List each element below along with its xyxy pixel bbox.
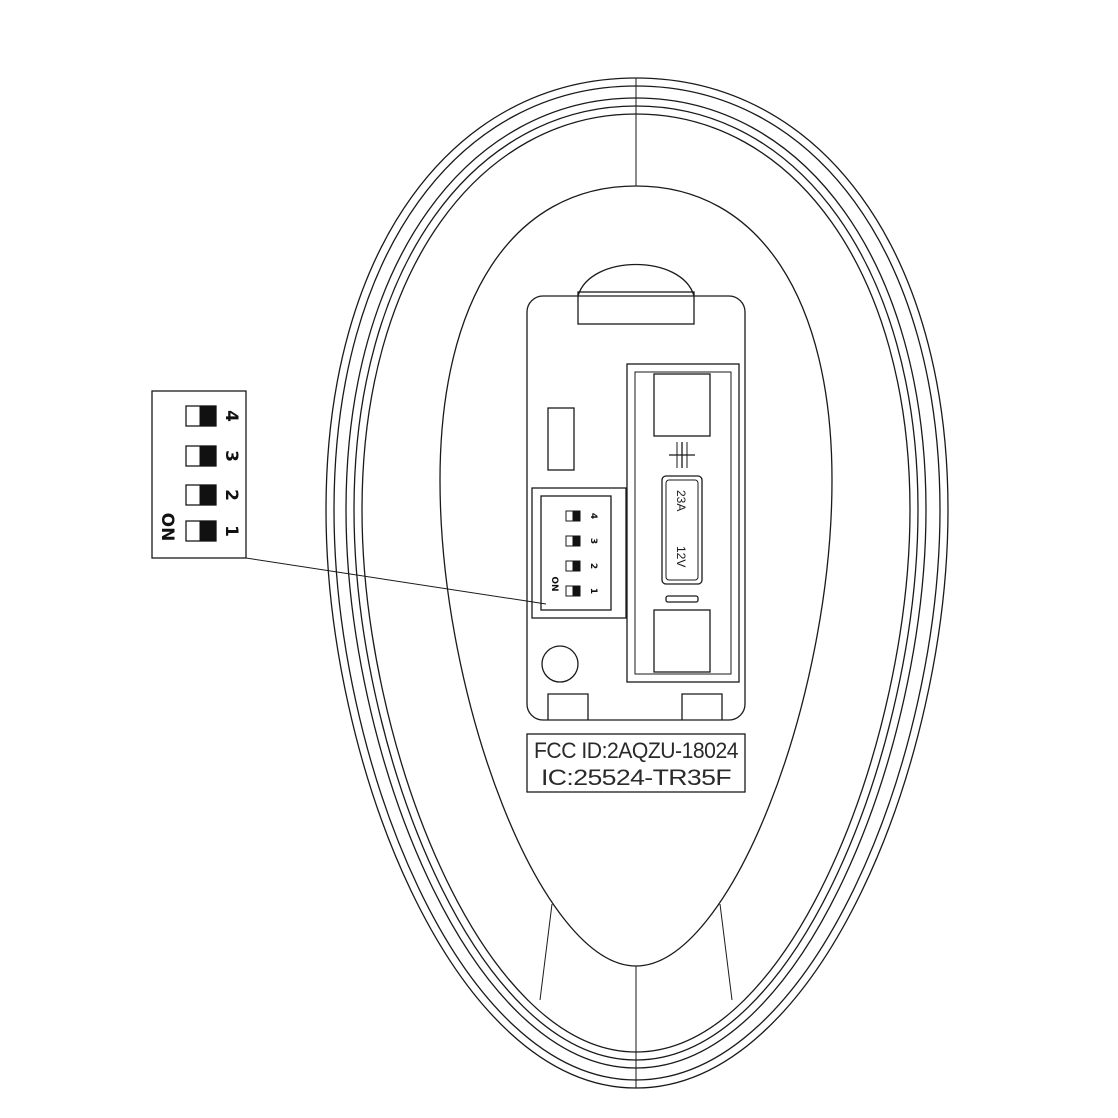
dip-small-toggles <box>565 510 581 597</box>
dip-small-label-4: 4 <box>588 513 598 519</box>
dip-small-on-label: ON <box>549 576 559 591</box>
battery-holder <box>626 363 740 683</box>
battery-holder-inner <box>634 371 732 675</box>
housing-rim <box>345 97 927 1069</box>
dip-large-toggle-4 <box>185 405 217 427</box>
battery-compartment: 23A 12V <box>526 263 746 721</box>
dip-large-toggle-1 <box>185 520 217 542</box>
dip-large-label-2: 2 <box>221 489 241 501</box>
ic-text: IC:25524-TR35F <box>541 765 731 790</box>
pairing-button <box>541 645 579 683</box>
dip-large-label-1: 1 <box>221 525 241 537</box>
dip-large-toggle-2 <box>185 484 217 506</box>
dip-large-label-3: 3 <box>221 450 241 462</box>
battery-cell <box>661 475 703 585</box>
cover-thumb-notch <box>577 263 695 297</box>
compartment-frame <box>526 295 746 721</box>
housing-outer-edge-2 <box>333 85 941 1081</box>
dip-large-toggles <box>185 405 217 542</box>
dip-large-label-4: 4 <box>221 410 241 422</box>
dip-small-label-2: 2 <box>588 563 598 569</box>
cover-tab <box>577 291 695 325</box>
housing-outline <box>325 77 949 1089</box>
dip-small-label-3: 3 <box>588 538 598 544</box>
minus-icon <box>665 595 699 603</box>
recessed-panel <box>439 185 833 967</box>
dip-small-toggle-4 <box>565 510 581 522</box>
battery-cell-inner <box>665 479 699 581</box>
dip-small-toggle-3 <box>565 535 581 547</box>
dip-switch-housing <box>531 487 627 619</box>
certification-box <box>526 733 746 793</box>
dip-large-on-label: ON <box>157 513 177 542</box>
bottom-neck-right <box>719 903 733 1001</box>
dip-large-toggle-3 <box>185 445 217 467</box>
plus-icon <box>669 442 695 468</box>
contact-bottom <box>653 609 711 673</box>
dip-small-toggle-2 <box>565 560 581 572</box>
dip-small-toggle-1 <box>565 585 581 597</box>
dip-callout-box <box>151 390 247 559</box>
fcc-id-text: FCC ID:2AQZU-18024 <box>534 738 738 763</box>
callout-leader-line <box>245 557 547 605</box>
compartment-slot <box>547 407 575 471</box>
dip-switch-callout: 1 2 3 4 ON <box>151 390 247 559</box>
latch-right <box>681 693 723 720</box>
latch-left <box>547 693 589 720</box>
dip-small-label-1: 1 <box>588 588 598 594</box>
dip-switch-body <box>540 495 612 611</box>
contact-top <box>653 373 711 437</box>
housing-outer-edge <box>325 77 949 1089</box>
dip-switch-small: 1 2 3 4 ON <box>531 487 627 619</box>
housing-rim-2 <box>353 105 919 1061</box>
certification-label: FCC ID:2AQZU-18024 IC:25524-TR35F <box>526 733 746 793</box>
bottom-neck-left <box>539 903 553 1001</box>
battery-type: 23A <box>674 490 688 511</box>
battery-voltage: 12V <box>674 546 688 567</box>
